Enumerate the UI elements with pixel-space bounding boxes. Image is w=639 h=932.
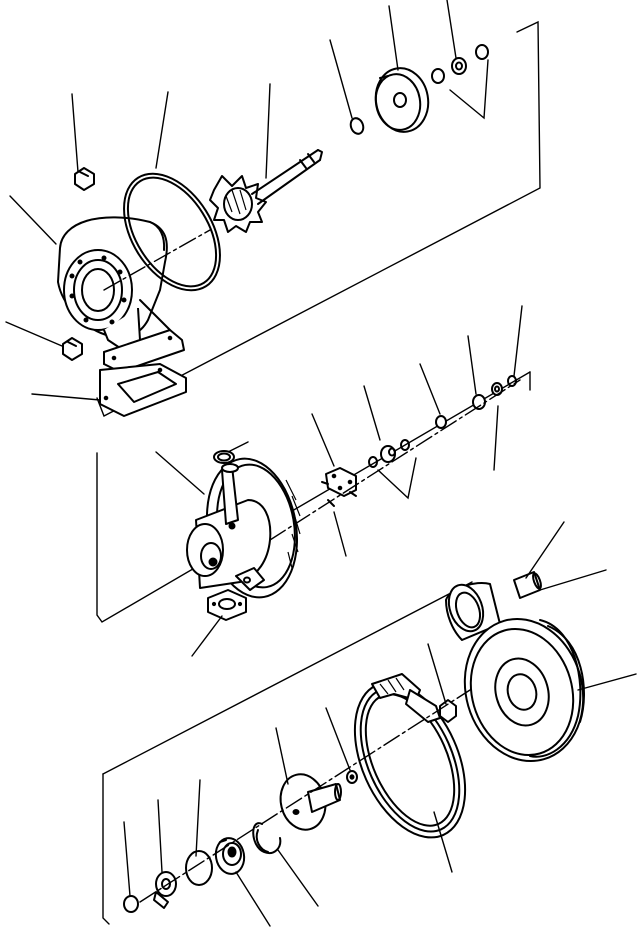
insert-seal-plate <box>214 837 246 875</box>
snap-ring-middle <box>507 375 517 387</box>
piston-ring-small <box>349 117 365 135</box>
housing-nut-upper <box>74 167 95 191</box>
snap-ring-lower <box>252 822 282 854</box>
lock-plate <box>153 871 177 909</box>
housing-nut-lower <box>62 337 83 361</box>
inlet-sleeve <box>513 571 542 599</box>
thrust-collar-disc <box>374 67 430 133</box>
leader-lines-middle <box>155 305 523 657</box>
journal-bearing-ring-a <box>368 456 378 468</box>
leader-lines-lower <box>123 521 637 927</box>
turbine-wheel-shaft <box>209 149 323 233</box>
clamp-nut <box>439 699 457 723</box>
leader-lines-upper <box>5 0 489 401</box>
o-ring-oil-inlet <box>213 450 235 464</box>
group-bracket-middle <box>96 371 531 623</box>
compressor-nut <box>346 770 358 784</box>
oil-drain-gasket <box>207 589 247 621</box>
thrust-bearing-plate <box>321 467 357 497</box>
v-band-clamp <box>353 673 467 839</box>
snap-ring-upper <box>475 44 489 60</box>
v-band-seal-ring <box>123 172 221 292</box>
group-bracket-lower <box>102 581 473 925</box>
bearing-screw <box>327 499 335 507</box>
journal-bearing <box>380 445 396 463</box>
o-ring-lower <box>185 850 213 886</box>
spacer-ring-upper <box>431 68 445 84</box>
center-housing <box>186 457 301 599</box>
thrust-washer <box>435 415 447 429</box>
group-bracket-upper <box>96 20 541 417</box>
journal-bearing-ring-b <box>400 439 410 451</box>
retaining-ring-lower <box>123 895 139 913</box>
assembly-axis-lines <box>103 229 521 903</box>
compressor-housing <box>445 582 586 763</box>
turbine-inlet-gasket <box>99 363 187 417</box>
compressor-wheel <box>279 773 342 831</box>
lock-nut-upper <box>451 57 467 75</box>
